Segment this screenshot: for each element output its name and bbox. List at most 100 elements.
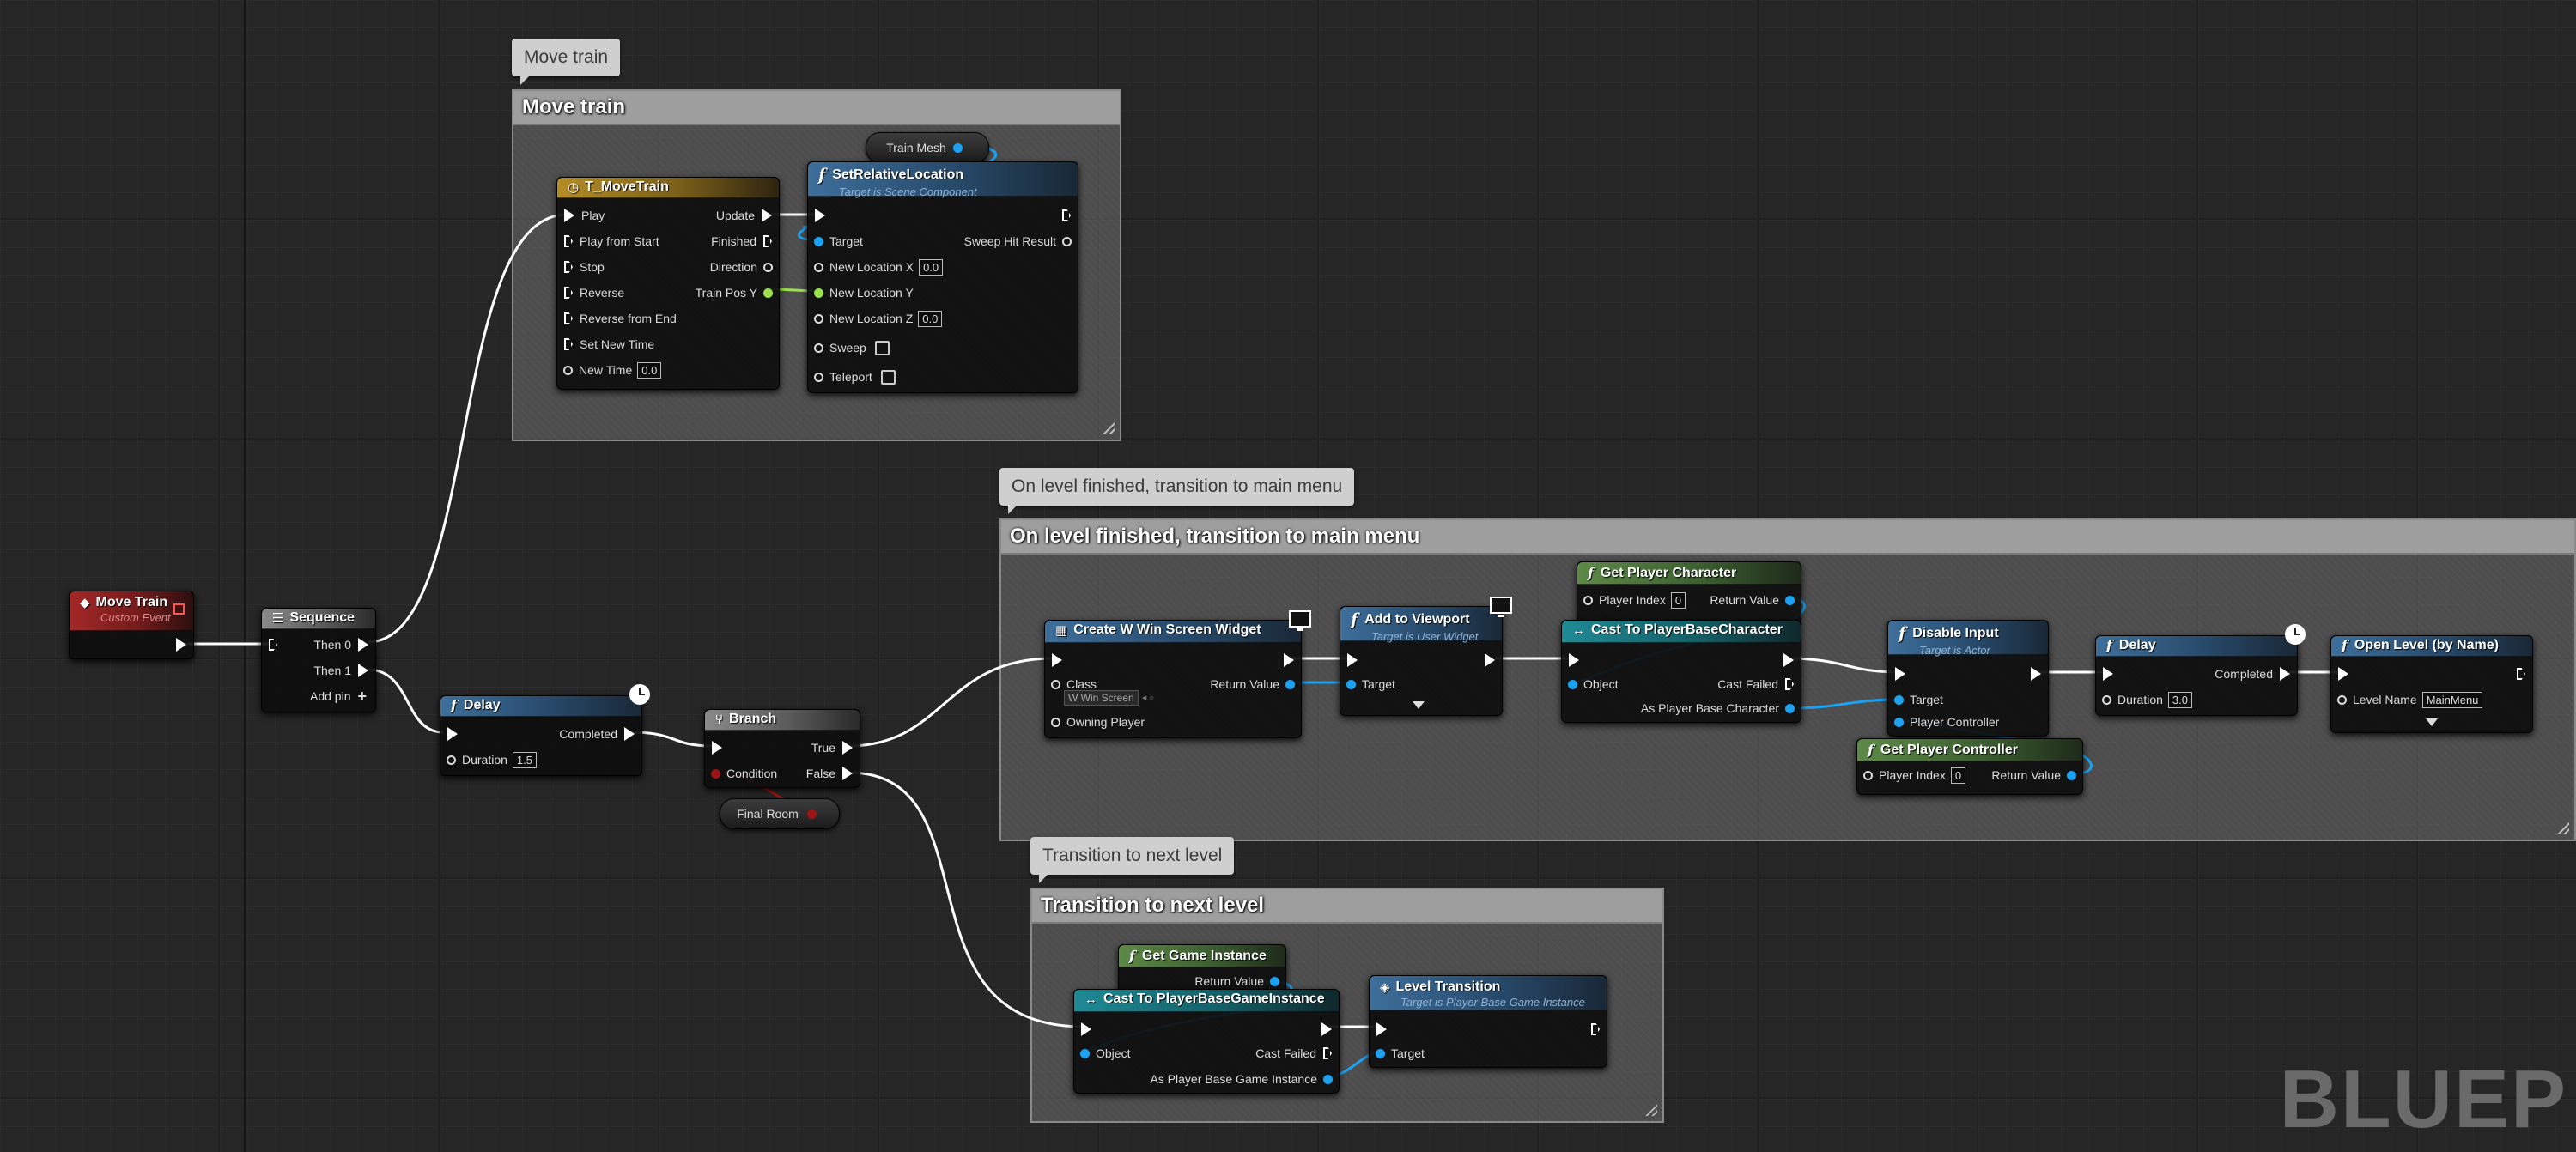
pin-object[interactable]: Object	[1074, 1045, 1130, 1062]
class-pin-icon[interactable]	[1051, 679, 1060, 689]
node-header[interactable]: ▦Create W Win Screen Widget	[1045, 621, 1301, 643]
pin-sweep-hit-result[interactable]: Sweep Hit Result	[964, 233, 1078, 250]
new-location-x-input[interactable]: 0.0	[919, 258, 944, 276]
exec-pin-icon[interactable]	[564, 312, 573, 324]
pin-finished[interactable]: Finished	[711, 233, 779, 250]
pin-exec-out[interactable]	[1055, 207, 1078, 224]
exec-pin-icon[interactable]	[358, 664, 368, 677]
float-pin-icon[interactable]	[2102, 694, 2111, 705]
pin-exec-out[interactable]	[2510, 665, 2532, 682]
object-pin-icon[interactable]	[1346, 679, 1356, 689]
exec-pin-icon[interactable]	[564, 338, 573, 350]
pin-exec-in[interactable]	[2096, 665, 2120, 682]
variable-train-mesh[interactable]: Train Mesh	[866, 132, 989, 163]
exec-pin-icon[interactable]	[1785, 678, 1794, 690]
exec-pin-icon[interactable]	[762, 209, 772, 222]
pin-as-player-base-game-instance[interactable]: As Player Base Game Instance	[1150, 1070, 1339, 1088]
exec-pin-icon[interactable]	[1591, 1023, 1600, 1035]
exec-pin-icon[interactable]	[1323, 1047, 1332, 1059]
new-time-input[interactable]: 0.0	[637, 361, 662, 379]
bool-pin-icon[interactable]	[814, 372, 823, 382]
teleport-checkbox[interactable]	[880, 369, 896, 385]
pin-return-value[interactable]: Return Value	[1194, 973, 1285, 990]
exec-pin-icon[interactable]	[842, 767, 853, 780]
event-delegate-icon[interactable]	[173, 603, 185, 615]
exec-pin-icon[interactable]	[358, 638, 368, 652]
object-pin-icon[interactable]	[1376, 1048, 1385, 1058]
comment-title[interactable]: Transition to next level	[1032, 889, 1662, 924]
pin-completed[interactable]: Completed	[559, 725, 641, 743]
object-pin-icon[interactable]	[952, 142, 963, 153]
node-create-widget[interactable]: ▦Create W Win Screen Widget Class W Win …	[1044, 610, 1311, 738]
object-pin-icon[interactable]	[1894, 694, 1904, 705]
struct-pin-icon[interactable]	[1062, 236, 1072, 246]
object-pin-icon[interactable]	[1568, 679, 1577, 689]
exec-pin-icon[interactable]	[2517, 668, 2525, 680]
exec-pin-icon[interactable]	[1485, 653, 1495, 667]
pin-exec-out[interactable]	[2024, 665, 2048, 682]
pin-target[interactable]: Target	[808, 233, 863, 250]
exec-pin-icon[interactable]	[1376, 1022, 1387, 1036]
browse-icon[interactable]: ◂ ⌕	[1141, 693, 1155, 703]
pin-exec-out[interactable]	[1315, 1021, 1339, 1038]
exec-pin-icon[interactable]	[176, 638, 186, 652]
exec-pin-icon[interactable]	[1895, 667, 1905, 681]
exec-pin-icon[interactable]	[1062, 209, 1071, 221]
pin-exec-out[interactable]	[1777, 652, 1801, 669]
pin-exec-out[interactable]	[1478, 652, 1502, 669]
pin-play[interactable]: Play	[557, 207, 605, 224]
pin-false[interactable]: False	[806, 765, 860, 782]
pin-exec-in[interactable]	[705, 739, 729, 756]
name-pin-icon[interactable]	[2337, 694, 2347, 705]
pin-reverse-from-end[interactable]: Reverse from End	[557, 310, 677, 327]
object-pin-icon[interactable]	[1080, 1048, 1090, 1058]
player-index-input[interactable]: 0	[1950, 767, 1966, 784]
class-select[interactable]: W Win Screen◂ ⌕	[1045, 689, 1154, 706]
exec-pin-icon[interactable]	[842, 741, 853, 755]
float-pin-icon[interactable]	[763, 288, 773, 298]
pin-exec-in[interactable]	[1562, 652, 1586, 669]
object-pin-icon[interactable]	[1785, 703, 1795, 713]
pin-exec-in[interactable]	[808, 207, 832, 224]
node-cast-player-base-character[interactable]: ↔Cast To PlayerBaseCharacter Object Cast…	[1561, 620, 1801, 723]
pin-reverse[interactable]: Reverse	[557, 284, 624, 301]
pin-target[interactable]: Target	[1370, 1045, 1425, 1062]
exec-pin-icon[interactable]	[447, 727, 458, 741]
int-pin-icon[interactable]	[1863, 770, 1873, 780]
level-name-input[interactable]: MainMenu	[2421, 691, 2483, 708]
pin-exec-out[interactable]	[169, 636, 193, 653]
float-pin-icon[interactable]	[814, 288, 823, 298]
object-pin-icon[interactable]	[1285, 679, 1295, 689]
comment-title[interactable]: On level finished, transition to main me…	[1001, 520, 2574, 555]
exec-pin-icon[interactable]	[564, 261, 573, 273]
pin-as-player-base-character[interactable]: As Player Base Character	[1641, 700, 1801, 717]
pin-exec-in[interactable]	[1888, 665, 1912, 682]
pin-teleport[interactable]: Teleport	[808, 368, 896, 385]
object-pin-icon[interactable]	[1323, 1074, 1333, 1084]
node-header[interactable]: ◷T_MoveTrain	[557, 178, 779, 198]
node-header[interactable]: ◈Level Transition Target is Player Base …	[1370, 976, 1607, 1010]
expand-advanced-button[interactable]	[1413, 698, 1425, 713]
pin-completed[interactable]: Completed	[2215, 665, 2297, 682]
pin-cast-failed[interactable]: Cast Failed	[1717, 676, 1801, 693]
node-branch[interactable]: ⑂Branch True Condition False	[704, 709, 860, 788]
pin-exec-in[interactable]	[1074, 1021, 1098, 1038]
exec-pin-icon[interactable]	[564, 235, 573, 247]
comment-bubble-next-level[interactable]: Transition to next level	[1030, 837, 1235, 883]
resize-grip-icon[interactable]	[2557, 822, 2569, 834]
exec-pin-icon[interactable]	[624, 727, 635, 741]
pin-exec-in[interactable]	[262, 636, 284, 653]
